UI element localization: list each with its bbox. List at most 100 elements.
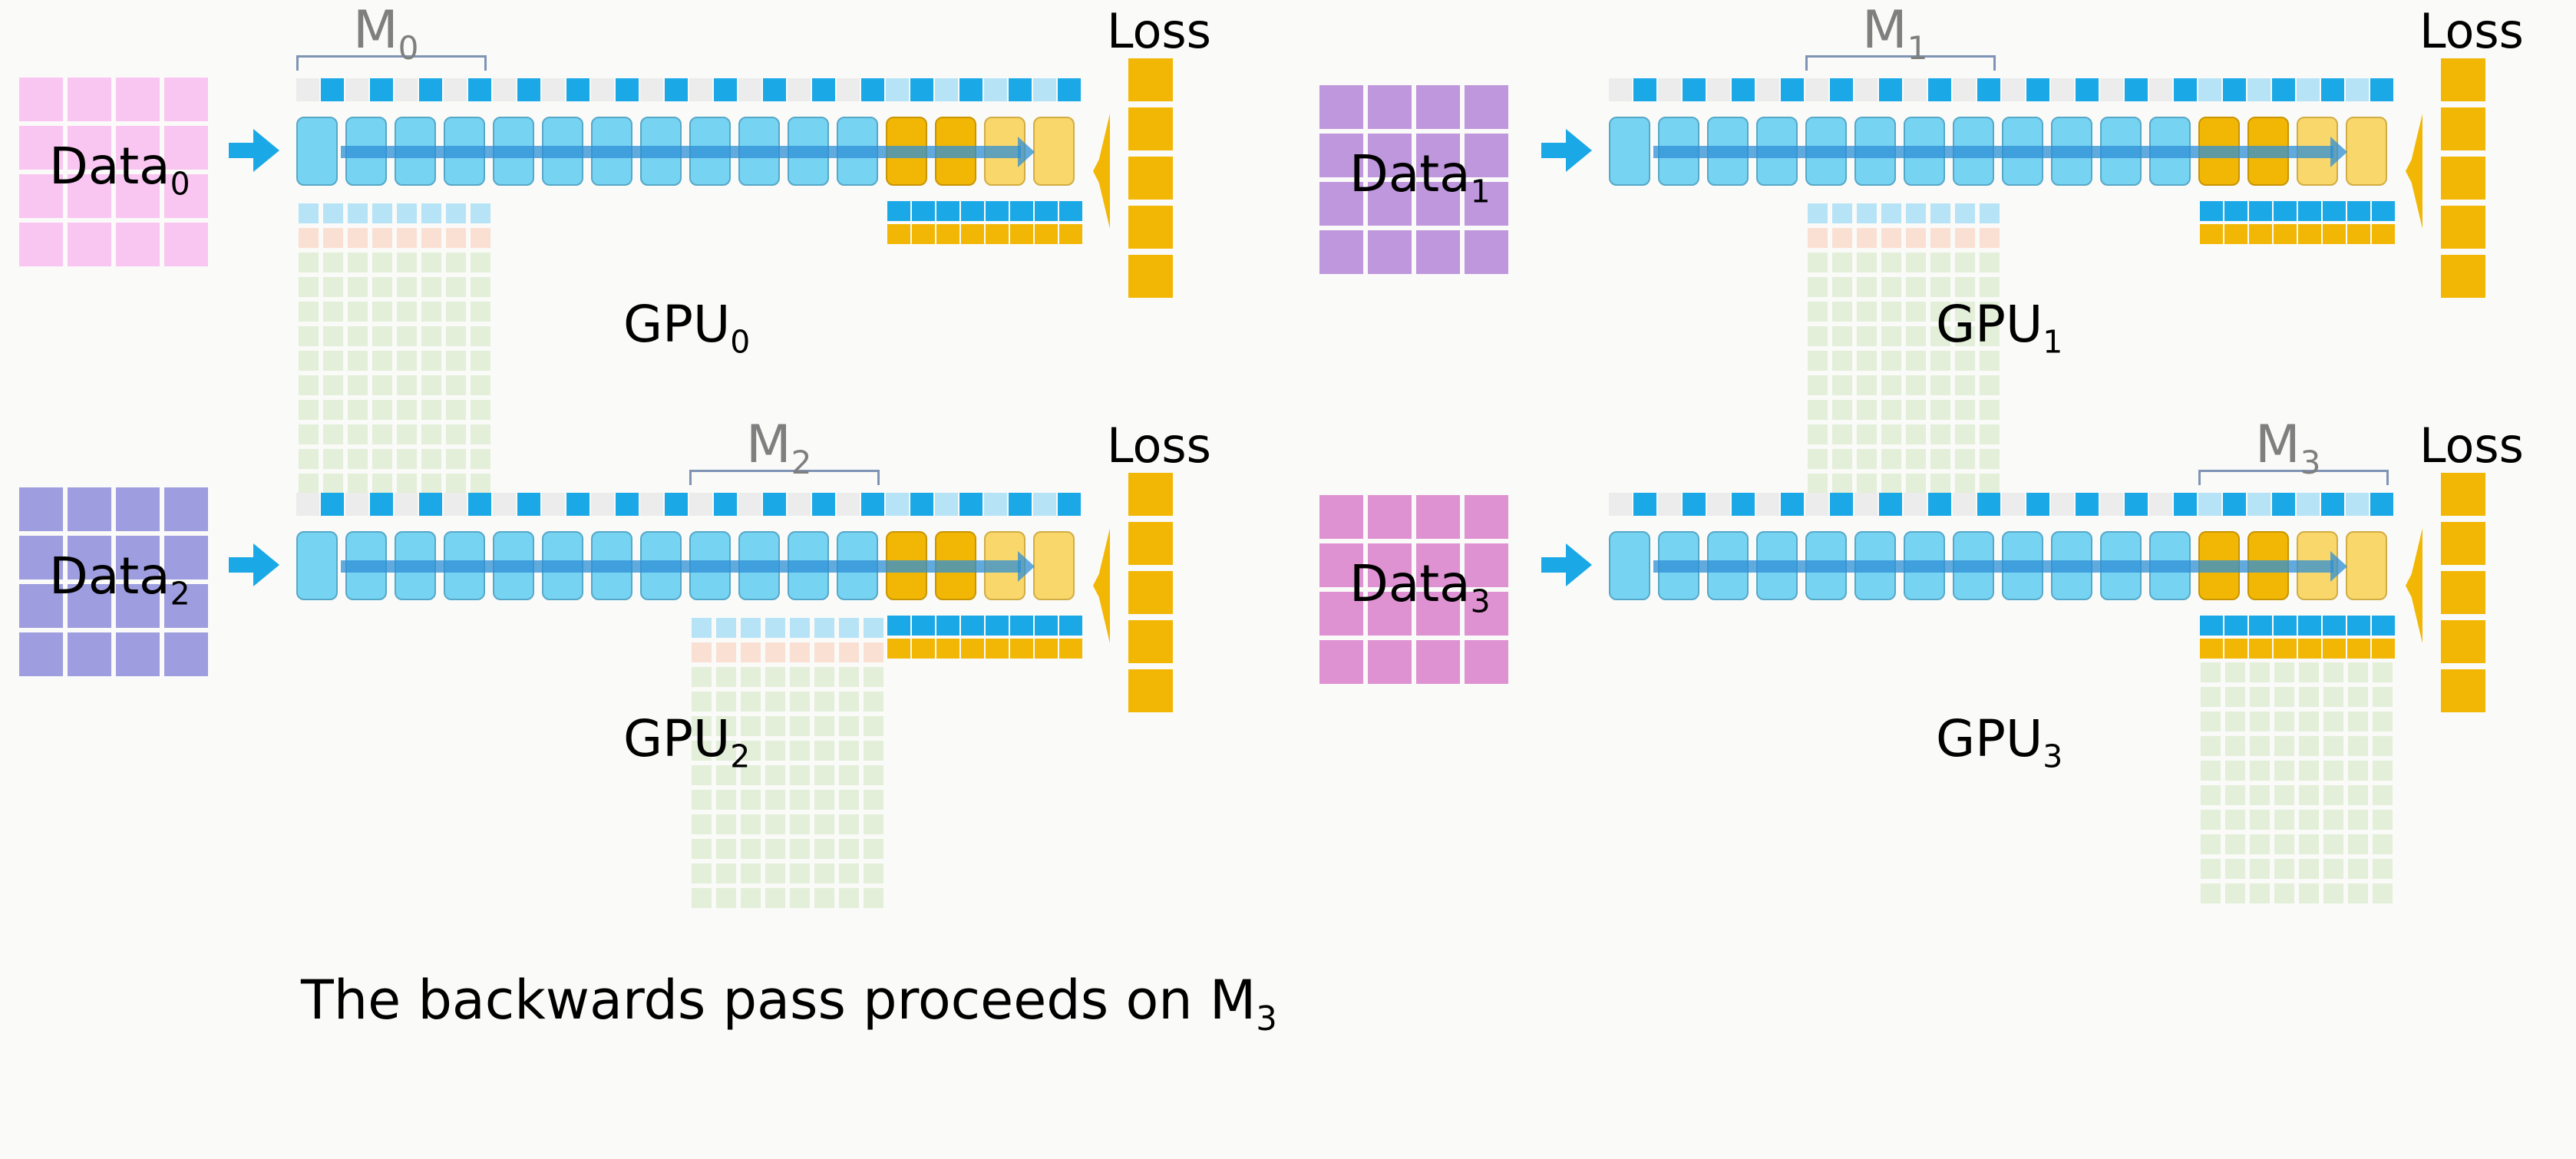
grid-cell	[1317, 180, 1366, 228]
grid-cell	[370, 398, 395, 422]
param-strip-cell	[296, 493, 319, 516]
loss-arrow	[2406, 528, 2422, 643]
grid-cell	[812, 616, 837, 640]
model-layer	[1609, 531, 1650, 600]
grid-cell	[738, 640, 763, 665]
grid-cell	[763, 812, 788, 837]
model-bracket	[2198, 470, 2389, 485]
grid-cell	[812, 837, 837, 861]
grid-cell	[861, 616, 886, 640]
grad-cell-yellow	[961, 639, 984, 659]
param-strip-cell	[959, 493, 983, 516]
grid-cell	[689, 763, 714, 788]
grid-cell	[1830, 250, 1854, 275]
param-strip-cell	[1633, 78, 1656, 101]
grid-cell	[395, 275, 419, 299]
grid-cell	[162, 220, 210, 269]
model-label-text: M	[1862, 0, 1907, 61]
grid-cell	[321, 250, 345, 275]
grid-cell	[2272, 685, 2297, 709]
grid-cell	[2297, 881, 2321, 906]
optimizer-state-grid	[2198, 660, 2395, 906]
grid-cell	[738, 861, 763, 886]
grid-cell	[419, 299, 444, 324]
grid-cell	[689, 812, 714, 837]
model-layer	[2346, 531, 2387, 600]
grid-cell	[1977, 373, 2002, 398]
grid-cell	[714, 763, 738, 788]
grid-cell	[1879, 299, 1904, 324]
grid-cell	[65, 533, 114, 582]
grid-cell	[1366, 83, 1414, 131]
loss-cell	[2439, 520, 2487, 566]
grid-cell	[345, 226, 370, 250]
param-strip-cell	[1854, 78, 1878, 101]
grad-cell-yellow	[2249, 224, 2272, 244]
grid-cell	[1953, 299, 1977, 324]
grid-cell	[689, 738, 714, 763]
param-strip-cell	[1781, 493, 1804, 516]
param-strip-cell	[1707, 78, 1730, 101]
input-arrow-shaft	[1541, 557, 1567, 573]
grid-cell	[738, 837, 763, 861]
grid-cell	[1928, 250, 1953, 275]
grid-cell	[370, 226, 395, 250]
grid-cell	[468, 201, 493, 226]
grid-cell	[321, 422, 345, 447]
grid-cell	[738, 788, 763, 812]
grid-cell	[1879, 250, 1904, 275]
param-strip-cell	[2247, 493, 2271, 516]
grad-cell-yellow	[887, 639, 910, 659]
grid-cell	[296, 250, 321, 275]
grid-cell	[1904, 373, 1928, 398]
grid-cell	[1854, 250, 1879, 275]
param-strip-cell	[2370, 493, 2393, 516]
grid-cell	[1854, 201, 1879, 226]
grid-cell	[296, 226, 321, 250]
data-label-text: Data	[49, 546, 170, 606]
grid-cell	[2223, 783, 2247, 807]
grid-cell	[1977, 447, 2002, 471]
grad-cell-yellow	[2274, 224, 2297, 244]
grid-cell	[1977, 422, 2002, 447]
param-strip-cell	[493, 493, 516, 516]
grid-cell	[1977, 226, 2002, 250]
grid-cell	[812, 763, 837, 788]
param-strip-cell	[566, 78, 590, 101]
grid-cell	[1879, 324, 1904, 348]
grid-cell	[1953, 275, 1977, 299]
grid-cell	[1317, 493, 1366, 541]
grid-cell	[17, 582, 65, 630]
grid-cell	[1904, 422, 1928, 447]
model-label-text: M	[746, 414, 791, 475]
grid-cell	[17, 220, 65, 269]
flow-arrow-shaft	[1653, 560, 2333, 573]
param-strip-cell	[714, 78, 737, 101]
grid-cell	[1414, 83, 1462, 131]
param-strip-cell	[812, 493, 835, 516]
model-bracket	[296, 55, 487, 71]
grid-cell	[2198, 832, 2223, 857]
gpu-label-text: GPU	[623, 295, 731, 354]
grid-cell	[296, 447, 321, 471]
grid-cell	[1904, 275, 1928, 299]
grid-cell	[1830, 226, 1854, 250]
data-label-subscript: 0	[170, 165, 190, 203]
param-strip-cell	[1879, 493, 1902, 516]
grid-cell	[2321, 783, 2346, 807]
grid-cell	[1879, 447, 1904, 471]
loss-cell	[1127, 619, 1174, 665]
loss-arrow	[1093, 528, 1110, 643]
grid-cell	[689, 837, 714, 861]
grid-cell	[1805, 373, 1830, 398]
grid-cell	[788, 861, 812, 886]
grid-cell	[714, 886, 738, 910]
param-strip-cell	[2346, 493, 2369, 516]
grid-cell	[17, 485, 65, 533]
grid-cell	[345, 201, 370, 226]
grid-cell	[788, 812, 812, 837]
param-strip-cell	[886, 78, 909, 101]
grid-cell	[65, 75, 114, 124]
loss-cell	[1127, 106, 1174, 152]
model-label-text: M	[2255, 414, 2300, 475]
